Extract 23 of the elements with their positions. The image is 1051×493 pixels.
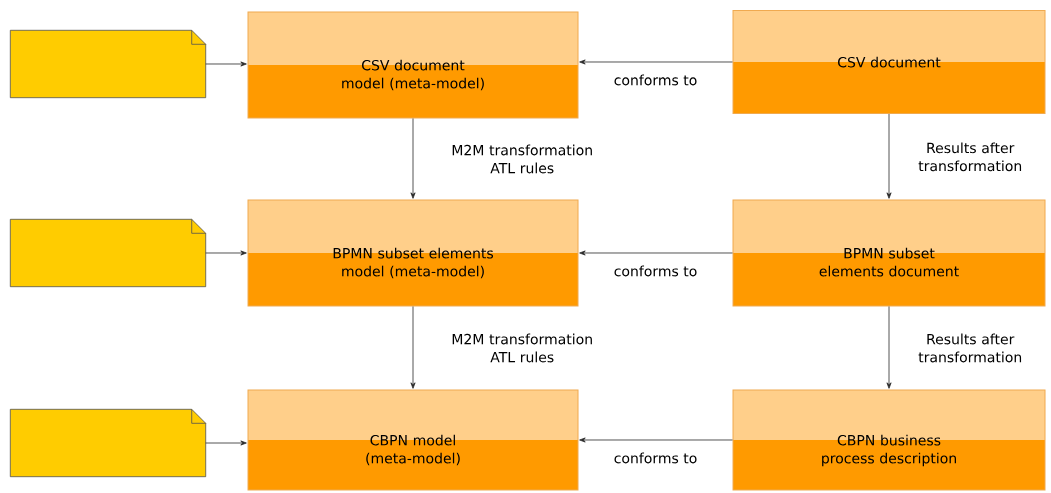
arrow [579,437,733,443]
model-box: CSV document [732,10,1046,114]
model-box: CBPN business process description [732,389,1046,491]
note-shape [9,218,207,288]
note-shape [9,408,207,478]
model-box: CSV document model (meta-model) [247,11,579,119]
arrow [410,306,416,389]
arrow [205,61,247,67]
arrow [579,59,733,65]
arrow [579,250,733,256]
note-shape [9,29,207,99]
arrow [886,306,892,389]
model-box: BPMN subset elements document [732,199,1046,307]
arrow [205,440,247,446]
arrow [886,113,892,199]
model-box: CBPN model (meta-model) [247,389,579,491]
edge-label: Results after transformation [918,142,1022,172]
arrow [205,250,247,256]
edge-label: M2M transformation ATL rules [452,333,592,363]
edge-label: Results after transformation [918,333,1022,363]
edge-label: M2M transformation ATL rules [452,144,592,174]
arrow [410,118,416,199]
model-box: BPMN subset elements model (meta-model) [247,199,579,307]
